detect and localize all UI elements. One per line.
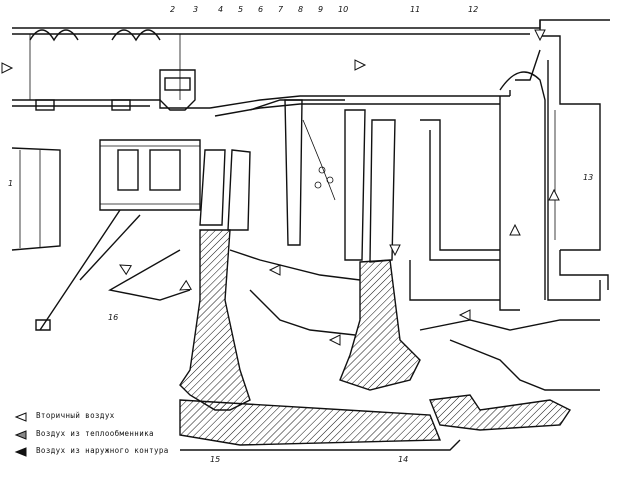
part-number-label: 6 — [258, 5, 263, 14]
rotor-shaft — [179, 229, 572, 451]
part-number-label: 1 — [8, 179, 13, 188]
legend-label: Воздух из теплообменника — [36, 429, 154, 438]
part-number-label: 11 — [410, 5, 420, 14]
part-number-label: 12 — [468, 5, 478, 14]
part-number-label: 13 — [583, 173, 593, 182]
part-number-label: 16 — [108, 313, 118, 322]
open-arrow-icon — [329, 334, 341, 346]
open-arrow-icon — [1, 62, 13, 74]
outer-casing — [12, 19, 610, 111]
open-arrow-icon — [117, 260, 132, 275]
part-number-label: 2 — [170, 5, 175, 14]
open-arrow-icon — [14, 412, 27, 422]
airflow-arrows — [1, 29, 560, 346]
open-arrow-icon — [548, 189, 560, 201]
part-number-label: 14 — [398, 455, 408, 464]
part-number-label: 4 — [218, 5, 223, 14]
open-arrow-icon — [459, 309, 471, 321]
internal-structure — [35, 99, 600, 391]
open-arrow-icon — [269, 264, 281, 276]
part-number-label: 10 — [338, 5, 348, 14]
legend-label: Воздух из наружного контура — [36, 446, 169, 455]
part-number-label: 9 — [318, 5, 323, 14]
bypass-duct — [209, 49, 609, 311]
legend-row: Воздух из наружного контура — [14, 447, 186, 459]
part-number-label: 7 — [278, 5, 284, 14]
inlet-section — [11, 69, 201, 251]
legend-row: Воздух из теплообменника — [14, 430, 186, 442]
half-filled-arrow-icon — [14, 430, 27, 440]
open-arrow-icon — [509, 224, 521, 236]
filled-arrow-icon — [14, 447, 27, 457]
open-arrow-icon — [354, 59, 366, 71]
open-arrow-icon — [534, 29, 546, 41]
legend-label: Вторичный воздух — [36, 411, 115, 420]
part-number-label: 8 — [298, 5, 303, 14]
legend-row: Вторичный воздух — [14, 412, 186, 424]
part-number-label: 3 — [193, 5, 198, 14]
part-number-label: 5 — [238, 5, 243, 14]
part-number-label: 15 — [210, 455, 220, 464]
